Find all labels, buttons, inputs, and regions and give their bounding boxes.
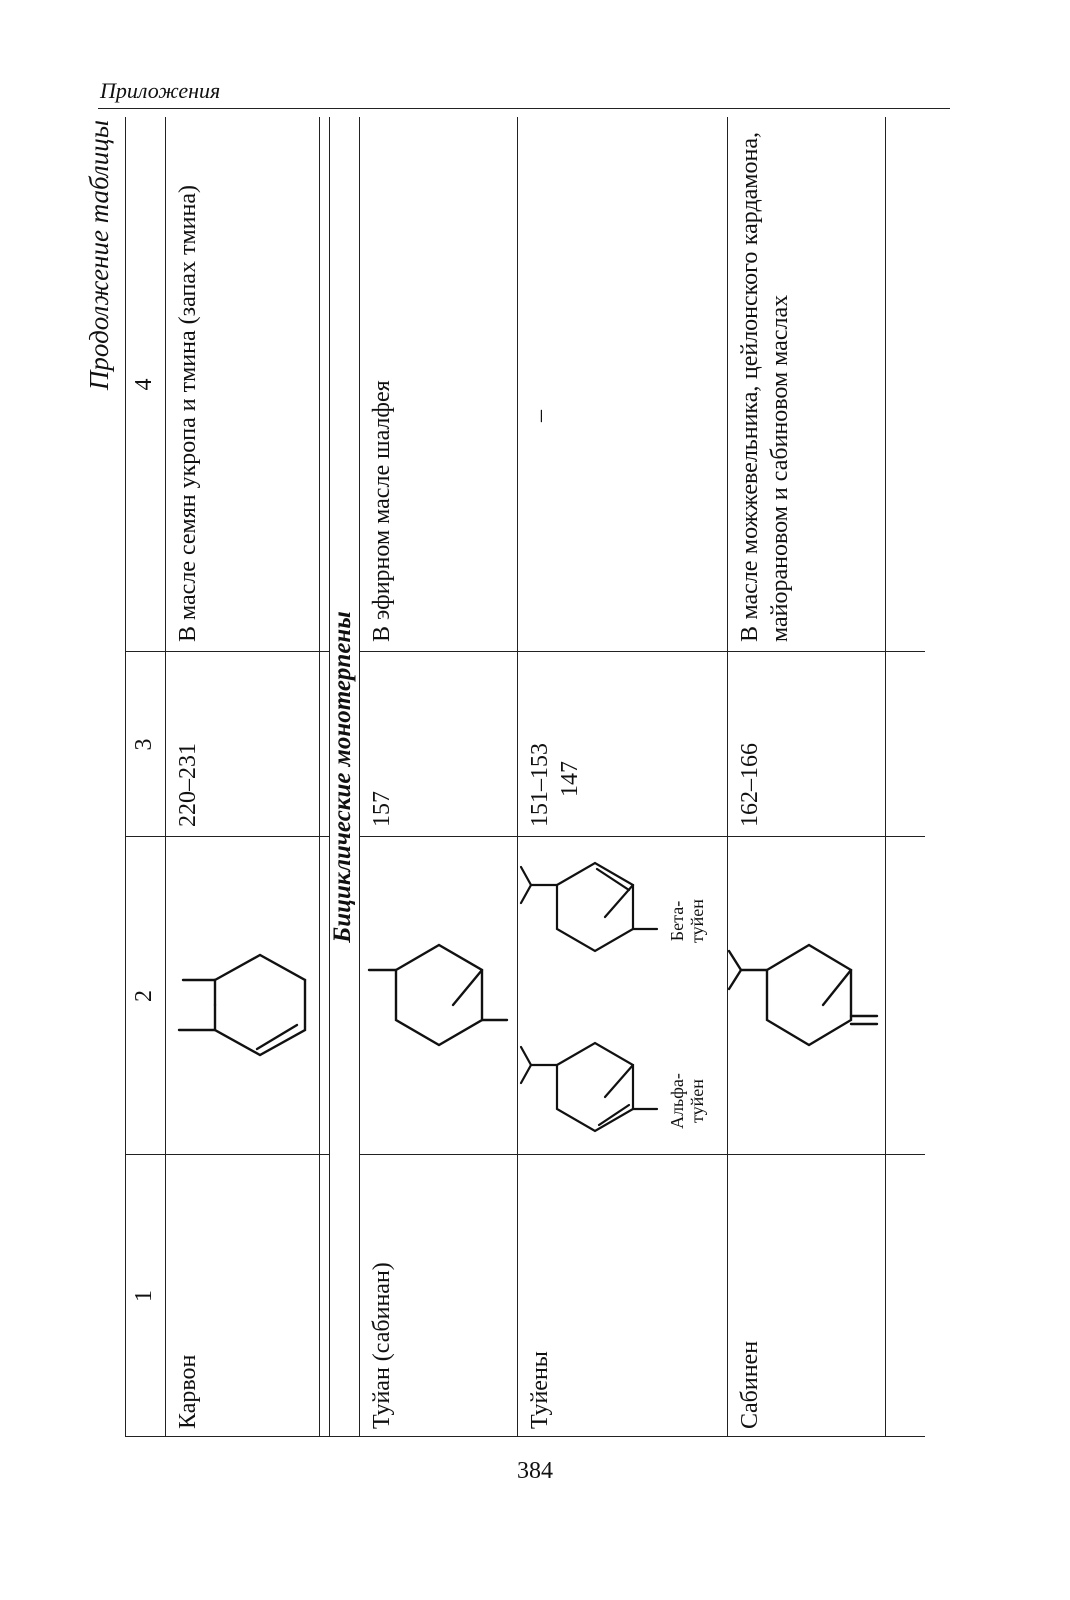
col-header-4: 4	[131, 378, 157, 391]
row-rule	[319, 117, 320, 1437]
table-top-rule	[125, 117, 126, 1437]
occurrence-text: В эфирном масле шалфея	[369, 380, 395, 642]
rotated-table: Продолжение таблицы 1 2 3 4 Карвон	[84, 117, 925, 1437]
compound-name: Карвон	[175, 1354, 201, 1429]
col-header-2: 2	[131, 990, 157, 1002]
col-rule	[125, 1436, 925, 1437]
compound-name: Туйены	[527, 1351, 553, 1429]
occurrence-text: В масле можжевельника, цейлонского карда…	[737, 132, 793, 642]
row-rule	[517, 117, 518, 1437]
continuation-caption: Продолжение таблицы	[84, 120, 114, 391]
table: 1 2 3 4 Карвон	[125, 117, 925, 1437]
col-header-1: 1	[131, 1290, 157, 1302]
sabinene-structure	[727, 943, 879, 1047]
col-header-3: 3	[131, 738, 157, 751]
header-rule	[98, 108, 950, 109]
beta-thujene-label: Бета-туйен	[667, 899, 707, 943]
boiling-point: 151–153	[527, 743, 553, 827]
header-row-rule	[165, 117, 166, 1437]
boiling-point-2: 147	[557, 761, 583, 797]
boiling-point: 220–231	[175, 743, 201, 827]
occurrence-text: –	[527, 410, 553, 422]
carvone-structure	[177, 953, 307, 1057]
boiling-point: 157	[369, 791, 395, 827]
compound-name: Туйан (сабинан)	[369, 1262, 395, 1429]
col-rule	[359, 651, 925, 652]
alpha-thujene-label: Альфа-туйен	[667, 1073, 707, 1129]
section-bottom-rule	[359, 117, 360, 1437]
row-rule	[885, 117, 886, 1437]
boiling-point: 162–166	[737, 743, 763, 827]
thujenes-structure	[519, 861, 659, 1133]
row-rule	[727, 117, 728, 1437]
running-head: Приложения	[100, 78, 221, 103]
compound-name: Сабинен	[737, 1340, 763, 1429]
thujane-structure	[367, 943, 509, 1047]
page-number: 384	[517, 1458, 553, 1484]
section-title: Бициклические монотерпены	[329, 611, 356, 943]
occurrence-text: В масле семян укропа и тмина (запах тмин…	[175, 185, 201, 642]
